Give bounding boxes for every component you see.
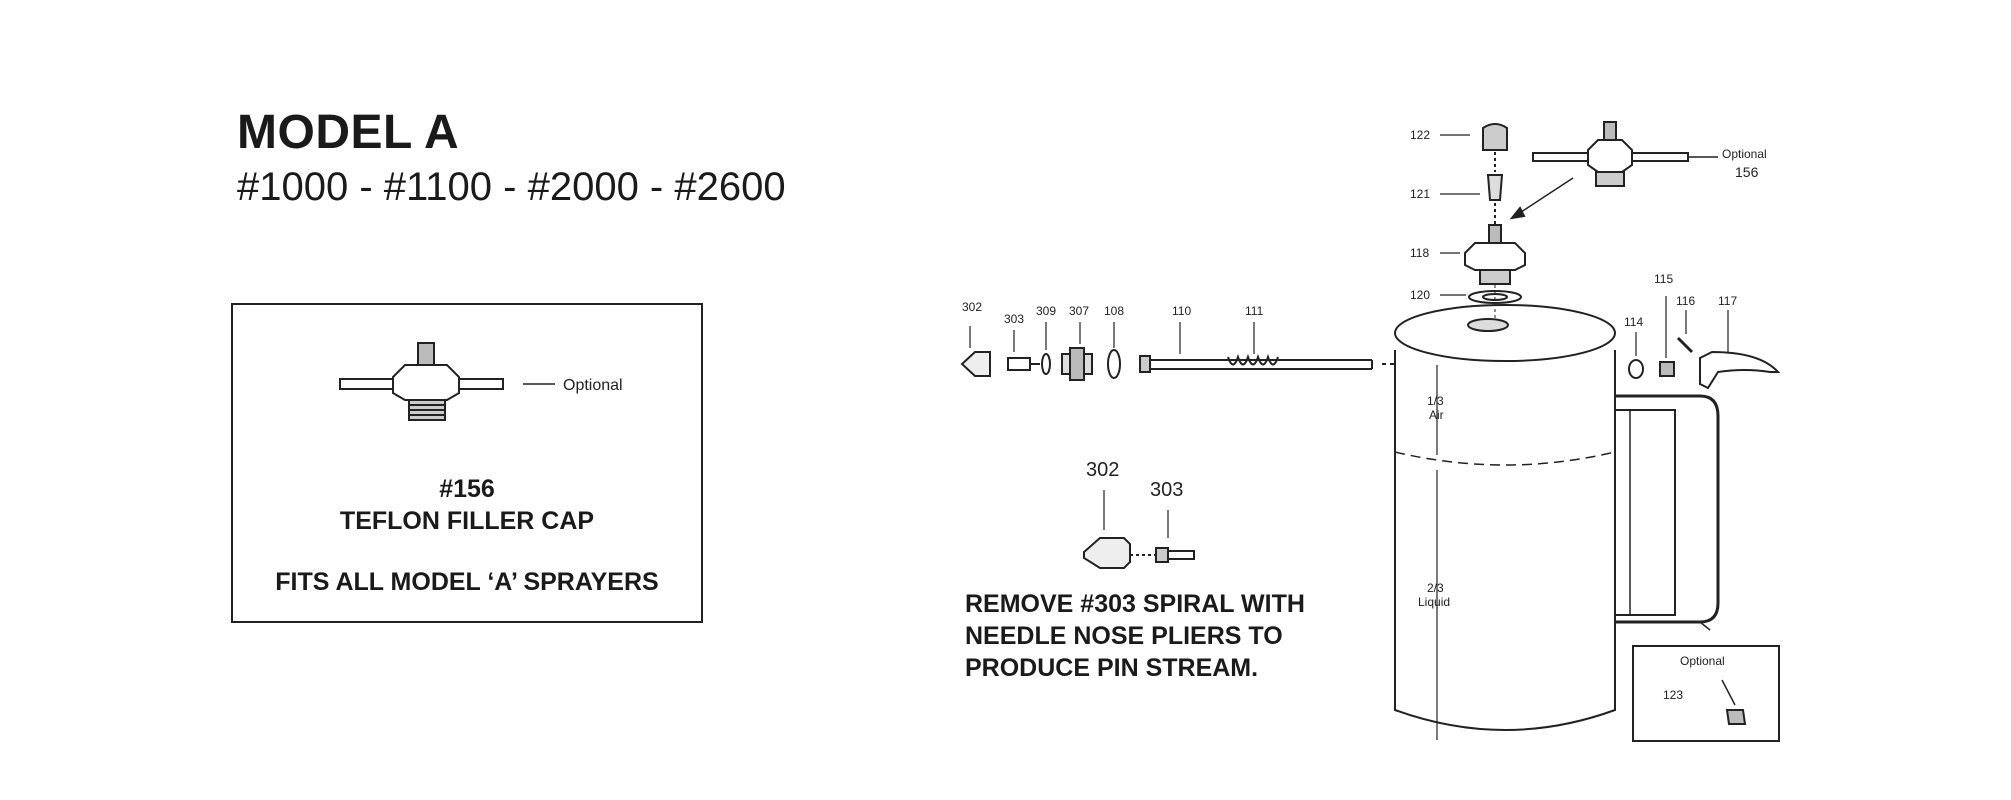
model-numbers: #1000 - #1100 - #2000 - #2600	[237, 165, 786, 209]
filler-cap-box: Optional #156 TEFLON FILLER CAP FITS ALL…	[231, 303, 703, 623]
note-line: PRODUCE PIN STREAM.	[965, 654, 1259, 682]
cap-part-number: #156	[439, 475, 495, 503]
pin-stream-note: REMOVE #303 SPIRAL WITH NEEDLE NOSE PLIE…	[965, 588, 1305, 684]
optional-123-label: Optional	[1680, 654, 1725, 668]
label-307: 307	[1069, 304, 1089, 318]
note-line: NEEDLE NOSE PLIERS TO	[965, 622, 1283, 650]
trigger-assembly	[1628, 336, 1781, 390]
top-cap-assembly	[1464, 123, 1526, 320]
label-108: 108	[1104, 304, 1124, 318]
label-123: 123	[1663, 688, 1683, 702]
label-309: 309	[1036, 304, 1056, 318]
label-121: 121	[1410, 187, 1430, 201]
detail-label-303: 303	[1150, 479, 1183, 501]
part-123	[1725, 709, 1747, 725]
label-122: 122	[1410, 128, 1430, 142]
fill-line	[1394, 451, 1616, 466]
detail-label-302: 302	[1086, 459, 1119, 481]
model-title: MODEL A	[237, 106, 460, 159]
label-111: 111	[1245, 304, 1264, 318]
label-110: 110	[1172, 304, 1191, 318]
nozzle-detail-drawing	[1083, 537, 1195, 569]
label-118: 118	[1410, 246, 1429, 260]
label-120: 120	[1410, 288, 1430, 302]
cap-part-name: TEFLON FILLER CAP	[339, 507, 595, 535]
optional-123-box	[1632, 645, 1780, 742]
pump-rod-assembly	[960, 347, 1395, 381]
label-117: 117	[1718, 294, 1737, 308]
cap-nut	[392, 364, 460, 401]
tank-handle	[1615, 394, 1720, 624]
label-114: 114	[1624, 315, 1643, 329]
optional-156-cap	[1509, 121, 1718, 220]
liquid-label: Liquid	[1418, 595, 1450, 609]
label-116: 116	[1676, 294, 1695, 308]
tank	[1394, 304, 1616, 740]
air-fraction: 1/3	[1427, 394, 1444, 408]
note-line: REMOVE #303 SPIRAL WITH	[965, 590, 1305, 618]
optional-label: Optional	[563, 377, 623, 394]
leader-lines	[969, 134, 1729, 538]
label-302: 302	[962, 300, 982, 314]
label-303: 303	[1004, 312, 1024, 326]
air-label: Air	[1429, 408, 1444, 422]
optional-156-number: 156	[1735, 164, 1759, 180]
filler-cap-drawing: Optional	[339, 342, 623, 421]
cap-fits-note: FITS ALL MODEL ‘A’ SPRAYERS	[275, 568, 659, 596]
label-115: 115	[1654, 272, 1673, 286]
optional-156-label: Optional	[1722, 147, 1767, 161]
liquid-fraction: 2/3	[1427, 581, 1444, 595]
